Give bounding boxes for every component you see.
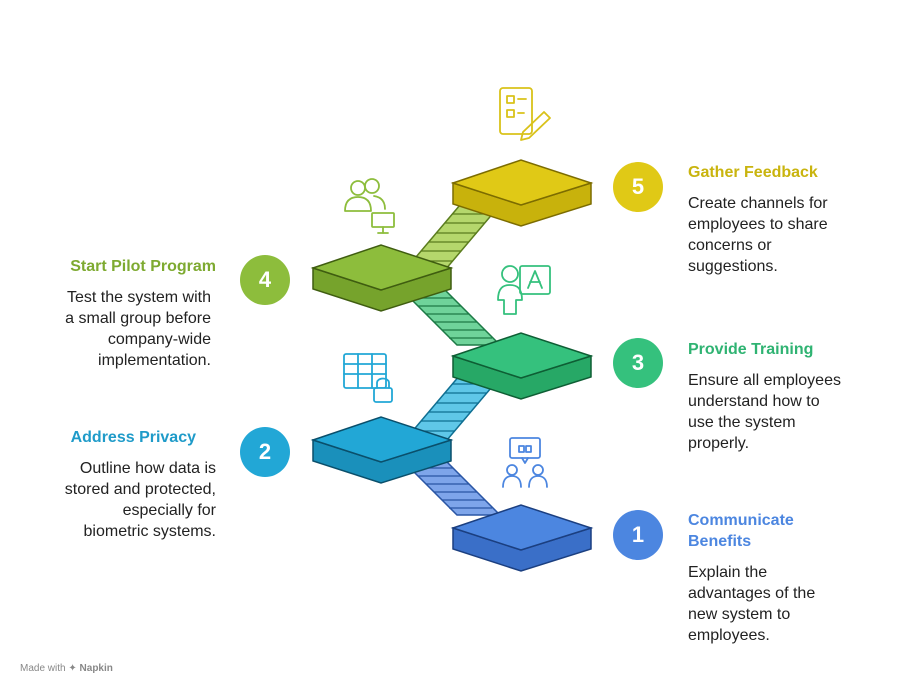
landing-3 bbox=[450, 332, 594, 400]
training-person-letter-icon bbox=[497, 265, 551, 315]
step-4-badge: 4 bbox=[240, 255, 290, 305]
step-4-title: Start Pilot Program bbox=[70, 258, 216, 275]
feedback-checklist-pencil-icon bbox=[499, 87, 551, 141]
step-5-badge: 5 bbox=[613, 162, 663, 212]
communication-icon bbox=[502, 437, 548, 488]
step-3-description: Ensure all employees understand how to u… bbox=[688, 372, 841, 452]
pilot-group-monitor-icon bbox=[344, 178, 395, 234]
landing-4 bbox=[310, 244, 454, 312]
step-5-title: Gather Feedback bbox=[688, 164, 818, 181]
step-1-description: Explain the advantages of the new system… bbox=[688, 564, 816, 644]
landing-5 bbox=[450, 159, 594, 227]
privacy-table-lock-icon bbox=[343, 353, 393, 403]
step-3-badge: 3 bbox=[613, 338, 663, 388]
step-5-description: Create channels for employees to share c… bbox=[688, 195, 828, 275]
step-2-title: Address Privacy bbox=[70, 429, 196, 446]
step-2-description: Outline how data is stored and protected… bbox=[64, 460, 216, 540]
landing-1 bbox=[450, 504, 594, 572]
step-3-title: Provide Training bbox=[688, 341, 814, 358]
step-2-badge: 2 bbox=[240, 427, 290, 477]
step-4-description: Test the system with a small group befor… bbox=[65, 289, 211, 369]
footer-prefix: Made with bbox=[20, 663, 66, 674]
landing-2 bbox=[310, 416, 454, 484]
footer: Made with ✦ Napkin bbox=[20, 663, 113, 674]
step-1-badge: 1 bbox=[613, 510, 663, 560]
step-1-title: Communicate Benefits bbox=[688, 512, 794, 550]
footer-brand: Napkin bbox=[79, 663, 113, 674]
napkin-logo-icon: ✦ bbox=[68, 663, 77, 674]
